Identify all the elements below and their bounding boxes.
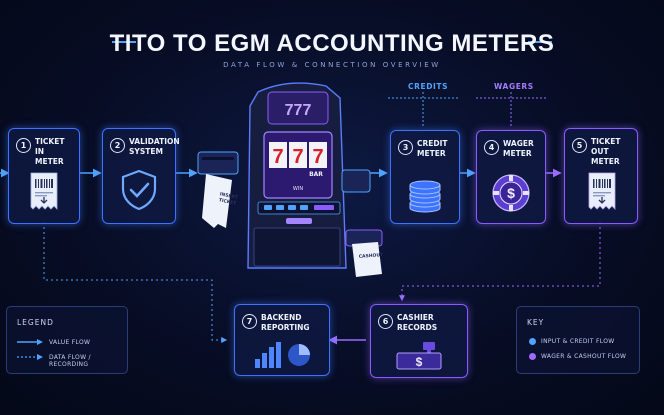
node-number: 7	[242, 314, 257, 329]
casino-chip-icon: $	[492, 174, 530, 212]
key-purple-dot	[529, 353, 536, 360]
key-wager-cashout: WAGER & CASHOUT FLOW	[541, 353, 627, 360]
legend-title: LEGEND	[17, 318, 54, 327]
page-subtitle: DATA FLOW & CONNECTION OVERVIEW	[223, 61, 441, 69]
node-credit-meter[interactable]: 3 CREDIT METER	[390, 130, 460, 224]
node-number: 3	[398, 140, 413, 155]
node-backend-reporting[interactable]: 7 BACKEND REPORTING	[234, 304, 330, 376]
node-label: TICKET OUT METER	[591, 137, 621, 166]
reel-symbol-3: 7	[312, 146, 323, 168]
reel-symbol-1: 7	[272, 146, 283, 168]
win-text: WIN	[293, 186, 303, 192]
title-accent-right	[528, 41, 552, 43]
legend-data-flow: DATA FLOW / RECORDING	[49, 354, 91, 368]
ticket-icon	[30, 172, 58, 210]
ticket-out-icon	[588, 172, 616, 210]
node-label: WAGER METER	[503, 139, 534, 158]
node-validation-system[interactable]: 2 VALIDATION SYSTEM	[102, 128, 180, 224]
page-title: TITO TO EGM ACCOUNTING METERS	[109, 30, 555, 57]
legend-solid-arrow	[17, 339, 43, 345]
wagers-tag: WAGERS	[494, 82, 534, 91]
node-number: 4	[484, 140, 499, 155]
node-number: 5	[572, 138, 587, 153]
chip-symbol: $	[507, 185, 515, 201]
node-number: 6	[378, 314, 393, 329]
node-ticket-out-meter[interactable]: 5 TICKET OUT METER	[564, 128, 638, 224]
node-label: CREDIT METER	[417, 139, 448, 158]
key-title: KEY	[527, 318, 545, 327]
cashier-symbol: $	[416, 355, 423, 369]
credits-tag: CREDITS	[408, 82, 449, 91]
legend-panel: LEGEND VALUE FLOW DATA FLOW / RECORDING	[6, 306, 128, 374]
node-label: VALIDATION SYSTEM	[129, 137, 180, 156]
legend-value-flow: VALUE FLOW	[49, 339, 91, 346]
node-number: 2	[110, 138, 125, 153]
node-wager-meter[interactable]: 4 WAGER METER $	[476, 130, 546, 224]
data-flow-5-6	[399, 222, 601, 302]
node-ticket-in-meter[interactable]: 1 TICKET IN METER	[8, 128, 80, 224]
bar-pie-chart-icon	[255, 342, 310, 368]
legend-dotted-arrow	[17, 354, 43, 360]
node-number: 1	[16, 138, 31, 153]
cashier-register-icon: $	[396, 342, 442, 370]
coin-stack-icon	[409, 180, 441, 213]
wagers-bracket	[476, 92, 546, 128]
topper-text: 777	[285, 102, 312, 119]
key-blue-dot	[529, 338, 536, 345]
slot-machine-illustration: 777 7 7 7 BAR WIN	[197, 82, 383, 277]
node-label: TICKET IN METER	[35, 137, 65, 166]
credits-bracket	[388, 92, 458, 128]
reel-bar-text: BAR	[309, 171, 323, 178]
shield-check-icon	[121, 169, 157, 211]
data-flow-1-7	[43, 222, 228, 343]
key-panel: KEY INPUT & CREDIT FLOW WAGER & CASHOUT …	[516, 306, 640, 374]
key-input-credit: INPUT & CREDIT FLOW	[541, 338, 615, 345]
node-cashier-records[interactable]: 6 CASHIER RECORDS $	[370, 304, 468, 378]
reel-symbol-2: 7	[292, 146, 303, 168]
title-accent-left	[112, 41, 136, 43]
node-label: CASHIER RECORDS	[397, 313, 438, 332]
node-label: BACKEND REPORTING	[261, 313, 310, 332]
